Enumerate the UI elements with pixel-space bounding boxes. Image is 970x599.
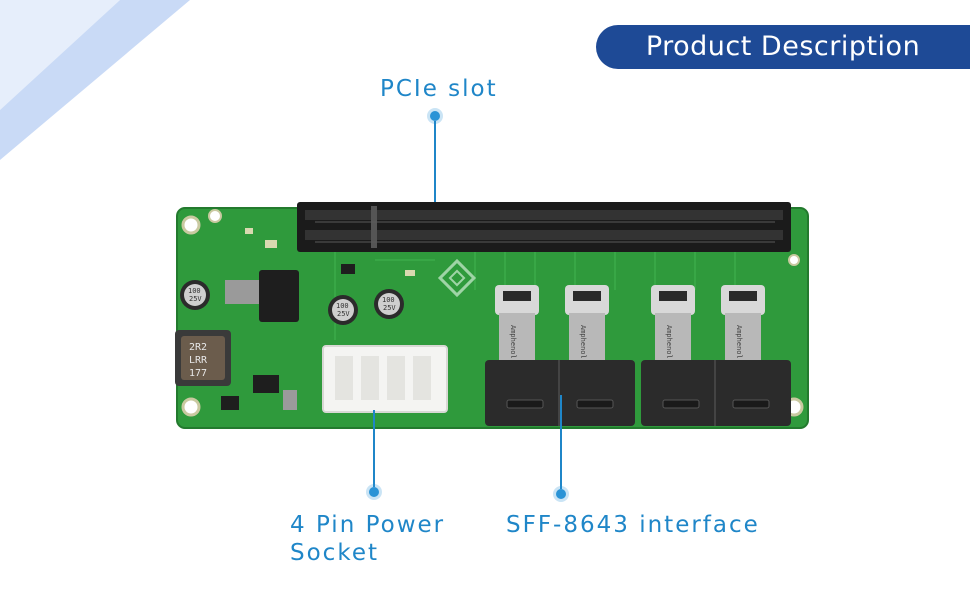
power-socket [322,345,448,413]
svg-text:100: 100 [336,302,349,310]
smd-part [341,264,355,274]
svg-text:25V: 25V [383,304,396,312]
voltage-regulator [225,270,299,322]
mount-hole [788,254,800,266]
svg-text:Amphenol: Amphenol [735,325,743,359]
smd-part [265,240,277,248]
sff-interface-leader [560,395,562,489]
pcie-slot [297,202,791,252]
sff-8643-connector: Amphenol [651,285,695,373]
pcie-slot-leader [434,121,436,206]
svg-text:Amphenol: Amphenol [579,325,587,359]
power-socket-dot [369,487,379,497]
inductor: 2R2 LRR 177 [175,330,231,386]
sff-8643-housing [641,360,791,426]
svg-text:Amphenol: Amphenol [665,325,673,359]
svg-text:Amphenol: Amphenol [509,325,517,359]
sff-8643-connector: Amphenol [565,285,609,373]
svg-text:25V: 25V [337,310,350,318]
svg-text:177: 177 [189,368,207,379]
smd-part [245,228,253,234]
smd-part [405,270,415,276]
mount-hole [208,209,222,223]
power-socket-label-line2: Socket [290,540,379,566]
mount-hole [181,397,201,417]
ic-chip [283,390,297,410]
brand-logo [437,258,477,298]
svg-text:100: 100 [382,296,395,304]
power-socket-leader [373,410,375,487]
power-socket-label-line1: 4 Pin Power [290,512,446,538]
svg-text:100: 100 [188,287,201,295]
sff-8643-connector: Amphenol [495,285,539,373]
svg-text:25V: 25V [189,295,202,303]
pcie-slot-dot [430,111,440,121]
ic-chip [221,396,239,410]
corner-decoration [0,0,190,160]
sff-interface-dot [556,489,566,499]
svg-text:2R2: 2R2 [189,342,207,353]
pcie-slot-label: PCIe slot [380,76,498,102]
sff-interface-label: SFF-8643 interface [506,512,760,538]
product-description-banner: Product Description [596,25,970,69]
mount-hole [181,215,201,235]
sff-8643-housing [485,360,635,426]
sff-8643-connector: Amphenol [721,285,765,373]
ic-chip [253,375,279,393]
svg-text:LRR: LRR [189,355,208,366]
